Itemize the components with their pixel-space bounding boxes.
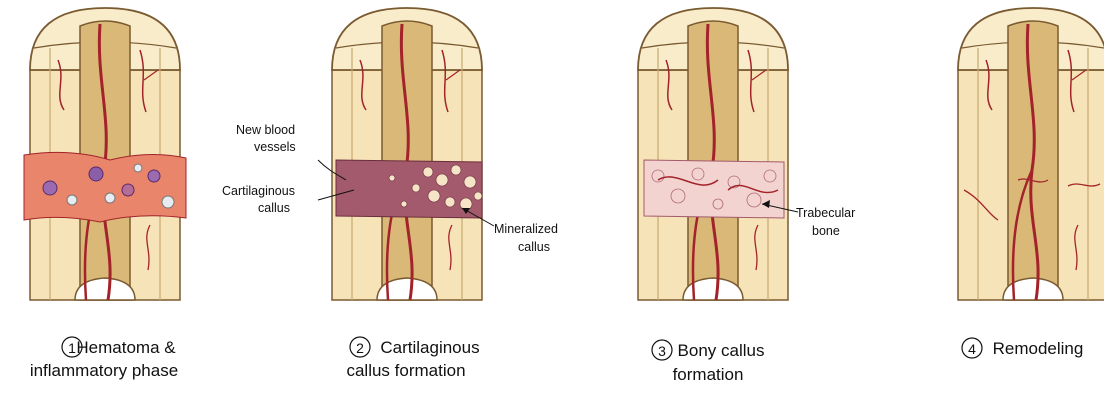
step-number: 4 bbox=[968, 341, 976, 357]
inflammatory-cell bbox=[89, 167, 103, 181]
bony-callus-region bbox=[644, 160, 784, 218]
label-new-blood-vessels-line1: New blood bbox=[236, 123, 295, 137]
label-cartilaginous-callus-line1: Cartilaginous bbox=[222, 184, 295, 198]
label-cartilaginous-callus-line2: callus bbox=[258, 201, 290, 215]
platelet bbox=[134, 164, 142, 172]
caption-panel-3: 3 Bony callus formation bbox=[652, 340, 764, 384]
inflammatory-cell bbox=[148, 170, 160, 182]
caption-line1: Bony callus bbox=[678, 341, 765, 360]
platelet bbox=[105, 193, 115, 203]
platelet bbox=[162, 196, 174, 208]
caption-panel-4: 4 Remodeling bbox=[962, 338, 1083, 358]
label-trabecular-bone-line1: Trabecular bbox=[796, 206, 855, 220]
label-new-blood-vessels-line2: vessels bbox=[254, 140, 296, 154]
caption-line1: Remodeling bbox=[993, 339, 1084, 358]
panel-cartilaginous-callus bbox=[318, 8, 494, 300]
step-number: 2 bbox=[356, 340, 364, 356]
caption-line2: callus formation bbox=[346, 361, 465, 380]
label-mineralized-callus-line1: Mineralized bbox=[494, 222, 558, 236]
inflammatory-cell bbox=[122, 184, 134, 196]
label-mineralized-callus-line2: callus bbox=[518, 240, 550, 254]
caption-line1: Hematoma & bbox=[76, 338, 176, 357]
caption-panel-1: 1 Hematoma & inflammatory phase bbox=[30, 337, 178, 380]
step-number: 1 bbox=[68, 340, 76, 356]
panel-remodeling bbox=[958, 8, 1104, 300]
label-trabecular-bone-line2: bone bbox=[812, 224, 840, 238]
caption-line2: formation bbox=[673, 365, 744, 384]
platelet bbox=[67, 195, 77, 205]
panel-bony-callus bbox=[638, 8, 798, 300]
caption-line2: inflammatory phase bbox=[30, 361, 178, 380]
inflammatory-cell bbox=[43, 181, 57, 195]
panel-hematoma bbox=[24, 8, 186, 300]
caption-panel-2: 2 Cartilaginous callus formation bbox=[346, 337, 479, 380]
step-number: 3 bbox=[658, 343, 666, 359]
caption-line1: Cartilaginous bbox=[380, 338, 479, 357]
